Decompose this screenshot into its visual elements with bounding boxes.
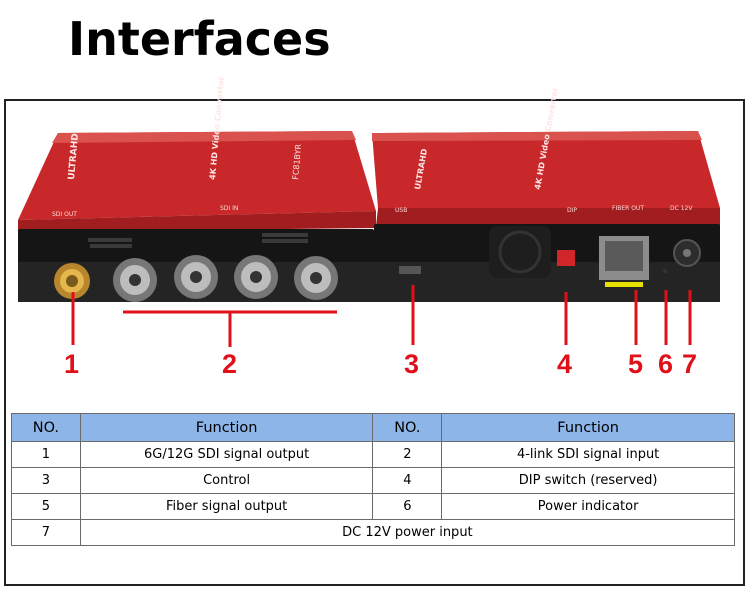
table-row: 7 DC 12V power input [11,519,736,546]
callout-7: 7 [682,349,698,379]
cell-function: 6G/12G SDI signal output [79,441,374,468]
dc-jack [673,239,701,267]
cell-no: 1 [11,441,81,468]
left-sdi-in-label: SDI IN [220,205,238,212]
sdi-in-connectors [113,255,338,302]
fan-grille [489,226,551,278]
cell-function: 4-link SDI signal input [441,441,735,468]
function-table: NO. Function NO. Function 1 6G/12G SDI s… [11,413,736,546]
interfaces-frame [4,99,745,586]
header-no-1: NO. [11,413,81,442]
callout-lines [71,285,692,347]
fiber-sfp [599,236,649,287]
cell-function: Fiber signal output [79,493,374,520]
cell-function: DIP switch (reserved) [441,467,735,494]
cell-function: Power indicator [441,493,735,520]
left-sdi-out-label: SDI OUT [52,211,77,218]
right-dip-label: DIP [567,207,577,214]
dip-switch [557,250,575,266]
table-row: 3 Control 4 DIP switch (reserved) [11,467,735,494]
left-brand-label: ULTRAHD [67,133,81,180]
cell-no: 4 [372,467,443,494]
left-unit: SDI OUT SDI IN ULTRAHD 4K HD Video Conve… [18,76,376,302]
cell-function: DC 12V power input [79,519,736,546]
cell-no: 5 [11,493,81,520]
power-led [663,269,667,273]
left-vent-a [88,238,132,248]
left-code-label: FC81BYR [291,143,303,180]
callout-5: 5 [628,349,644,379]
right-fiber-label: FIBER OUT [612,205,644,212]
page-title: Interfaces [68,12,331,66]
right-usb-label: USB [395,207,407,214]
right-dc-label: DC 12V [670,205,693,212]
table-row: 1 6G/12G SDI signal output 2 4-link SDI … [11,441,735,468]
callout-6: 6 [658,349,674,379]
cell-no: 2 [372,441,443,468]
right-unit: USB DIP FIBER OUT DC 12V ULTRAHD 4K HD V… [372,87,720,302]
sdi-out-connector [54,263,90,299]
callout-1: 1 [64,349,80,379]
cell-no: 7 [11,519,81,546]
callout-2: 2 [222,349,238,379]
table-row: 5 Fiber signal output 6 Power indicator [11,493,735,520]
header-function-2: Function [441,413,735,442]
table-header-row: NO. Function NO. Function [11,413,735,442]
left-vent-b [262,233,308,243]
cell-no: 3 [11,467,81,494]
header-no-2: NO. [372,413,443,442]
usb-port [399,266,421,274]
cell-function: Control [79,467,374,494]
cell-no: 6 [372,493,443,520]
callout-4: 4 [557,349,573,379]
header-function-1: Function [79,413,374,442]
device-photo: SDI OUT SDI IN ULTRAHD 4K HD Video Conve… [18,76,720,347]
callout-3: 3 [404,349,420,379]
